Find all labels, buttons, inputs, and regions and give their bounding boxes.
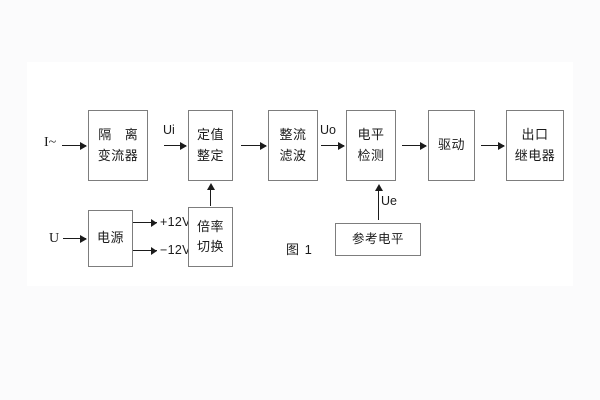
block-reference-level[interactable]: 参考电平 <box>335 223 421 256</box>
block-rectify-filter[interactable]: 整流 滤波 <box>268 110 318 181</box>
block-drive-line1: 驱动 <box>437 137 465 153</box>
block-multiplier-line2: 切换 <box>196 239 224 254</box>
block-power-line1: 电源 <box>96 230 124 246</box>
block-drive[interactable]: 驱动 <box>428 110 475 181</box>
arrow-input-to-power <box>63 234 87 243</box>
arrow-drive-to-output-relay <box>481 141 505 150</box>
arrow-setting-to-rectify <box>241 141 267 150</box>
signal-uo-label: Uo <box>320 123 336 137</box>
arrow-level-detect-to-drive <box>402 141 427 150</box>
block-rectify-line2: 滤波 <box>279 147 307 163</box>
block-isolation-line2: 变流器 <box>97 147 139 163</box>
block-leveldetect-line1: 电平 <box>357 127 385 143</box>
block-setting-line2: 整定 <box>196 147 224 163</box>
block-power-supply[interactable]: 电源 <box>88 210 133 267</box>
block-rectify-line1: 整流 <box>279 127 307 143</box>
block-setting-line1: 定值 <box>196 127 224 143</box>
rail-positive-arrowhead <box>151 218 157 227</box>
input-voltage-label: U <box>49 231 60 246</box>
block-isolation-transformer[interactable]: 隔 离 变流器 <box>88 110 148 181</box>
block-value-setting[interactable]: 定值 整定 <box>188 110 233 181</box>
signal-ue-label: Ue <box>381 194 397 208</box>
rail-negative-arrowhead <box>151 246 157 255</box>
arrow-multiplier-to-setting <box>206 183 215 206</box>
block-outrelay-line1: 出口 <box>521 127 549 143</box>
block-outrelay-line2: 继电器 <box>514 147 556 163</box>
figure-caption: 图 1 <box>286 242 313 257</box>
block-output-relay[interactable]: 出口 继电器 <box>506 110 564 181</box>
input-current-label: I~ <box>44 135 57 150</box>
block-leveldetect-line2: 检测 <box>357 147 385 163</box>
arrow-isolation-to-setting <box>164 141 187 150</box>
block-multiplier-switch[interactable]: 倍率 切换 <box>188 207 233 267</box>
rail-negative-label: −12V <box>160 243 191 257</box>
rail-negative-line <box>133 250 157 251</box>
signal-ui-label: Ui <box>163 123 175 137</box>
rail-positive-line <box>133 222 157 223</box>
block-reference-line1: 参考电平 <box>351 231 404 246</box>
arrow-rectify-to-level-detect <box>321 141 345 150</box>
arrow-input-to-isolation <box>62 141 87 150</box>
block-isolation-line1: 隔 离 <box>98 127 143 143</box>
block-level-detection[interactable]: 电平 检测 <box>346 110 396 181</box>
arrow-reference-to-level-detect <box>374 184 383 220</box>
rail-positive-label: +12V <box>160 215 191 229</box>
block-multiplier-line1: 倍率 <box>196 218 224 234</box>
